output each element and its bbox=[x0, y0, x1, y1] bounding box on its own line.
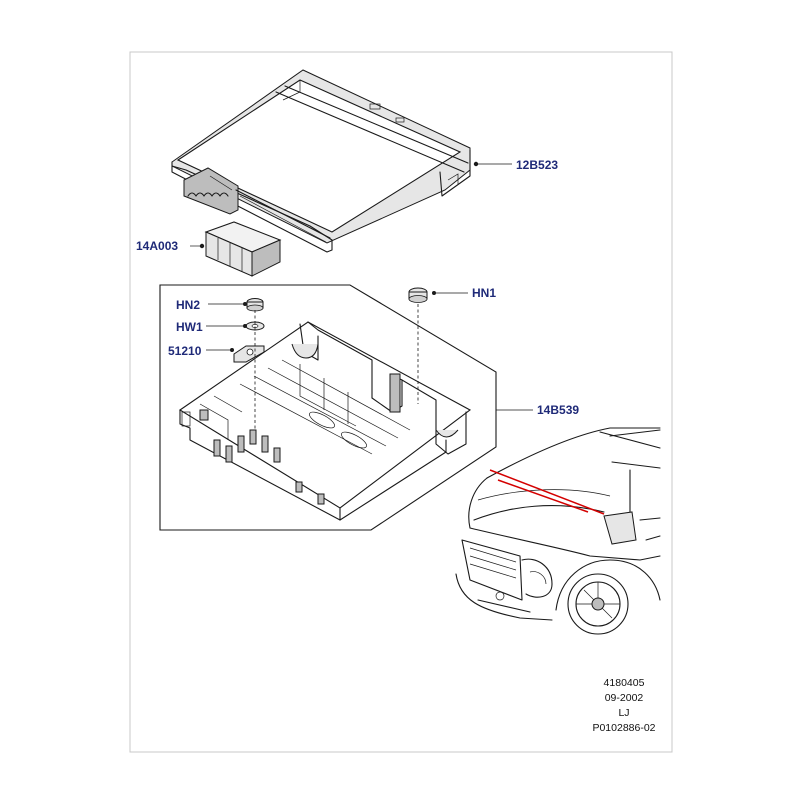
fuse-module-drawing bbox=[190, 221, 282, 277]
footer-part-id: P0102886-02 bbox=[592, 722, 656, 734]
footer-ref-number: 4180405 bbox=[603, 677, 645, 689]
footer-date: 09-2002 bbox=[604, 692, 644, 704]
label-cover[interactable]: 12B523 bbox=[516, 158, 558, 172]
label-tray[interactable]: 14B539 bbox=[537, 403, 579, 417]
highlight-line-lower bbox=[497, 479, 589, 513]
label-nut-top[interactable]: HN1 bbox=[472, 286, 496, 300]
battery-cover-drawing bbox=[171, 69, 512, 253]
label-nut[interactable]: HN2 bbox=[176, 298, 200, 312]
diagram-frame bbox=[129, 51, 673, 753]
label-clip[interactable]: 51210 bbox=[168, 344, 202, 358]
vehicle-location-drawing bbox=[455, 427, 661, 635]
label-module[interactable]: 14A003 bbox=[136, 239, 178, 253]
label-washer[interactable]: HW1 bbox=[176, 320, 203, 334]
highlight-line-upper bbox=[489, 469, 605, 515]
footer-code: LJ bbox=[618, 707, 630, 719]
tray-callout-box bbox=[159, 284, 497, 531]
hardware-drawing bbox=[206, 287, 468, 430]
battery-tray-drawing bbox=[178, 321, 472, 521]
